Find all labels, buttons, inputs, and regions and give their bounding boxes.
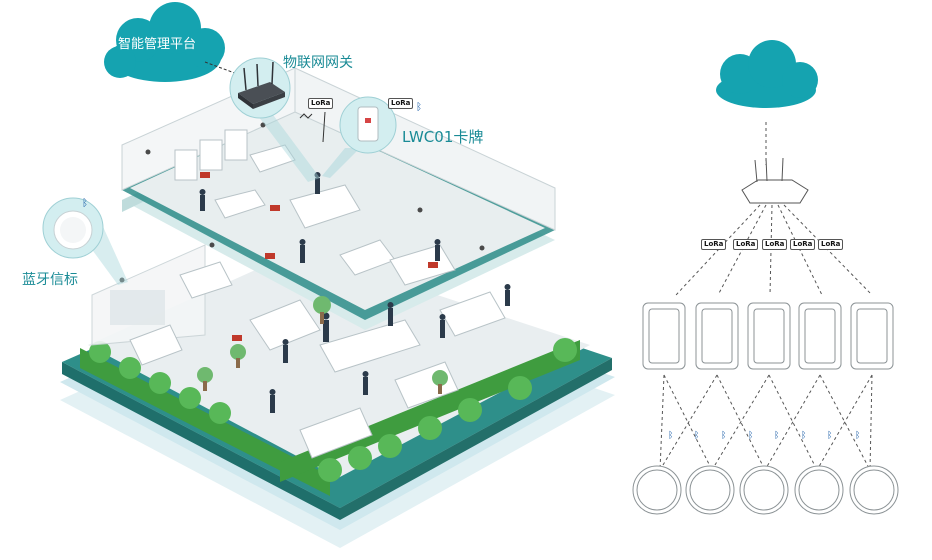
bluetooth-icon: ᛒ: [801, 430, 806, 441]
bluetooth-marks: ᛒ ᛒ ᛒ ᛒ ᛒ ᛒ ᛒ ᛒ: [668, 430, 860, 441]
bluetooth-icon: ᛒ: [855, 430, 860, 441]
platform-label: 智能管理平台: [118, 37, 197, 52]
card-spotlight: [322, 148, 360, 178]
beacon-label: 蓝牙信标: [22, 272, 78, 288]
lora-tag: LoRa: [701, 239, 727, 250]
lora-tag: LoRa: [733, 239, 759, 250]
lora-tag: LoRa: [818, 239, 844, 250]
plants: [197, 296, 448, 394]
lora-tag: LoRa: [308, 98, 334, 109]
beacons: [632, 465, 899, 515]
topology-cloud: [716, 40, 818, 108]
gateway-spotlight: [252, 108, 320, 182]
lwc01-cards: [642, 302, 894, 370]
red-screens: [200, 172, 438, 341]
hedge-right: [280, 338, 580, 482]
topology-router: [741, 157, 809, 204]
wall-fixtures: [119, 122, 485, 283]
platform-cloud: [104, 2, 225, 82]
people: [199, 172, 511, 413]
bluetooth-icon: ᛒ: [721, 430, 726, 441]
card-bubble: [339, 96, 397, 154]
gateway-label: 物联网网关: [283, 55, 353, 71]
gateway-bubble: [229, 57, 291, 119]
bluetooth-icon: ᛒ: [827, 430, 832, 441]
bluetooth-icon: ᛒ: [774, 430, 779, 441]
lora-links: [675, 204, 873, 296]
bluetooth-icon: ᛒ: [668, 430, 673, 441]
bluetooth-icon: ᛒ: [748, 430, 753, 441]
lora-tag: LoRa: [790, 239, 816, 250]
bluetooth-links: [659, 374, 873, 471]
bluetooth-icon: ᛒ: [82, 198, 88, 209]
bluetooth-icon: ᛒ: [694, 430, 699, 441]
signal-marks: [299, 111, 326, 143]
lora-tag: LoRa: [388, 98, 414, 109]
beacon-bubble: [42, 197, 104, 259]
hedge-left: [80, 341, 330, 496]
lora-tag: LoRa: [762, 239, 788, 250]
bluetooth-icon: ᛒ: [416, 102, 422, 113]
card-label: LWC01卡牌: [402, 128, 484, 146]
